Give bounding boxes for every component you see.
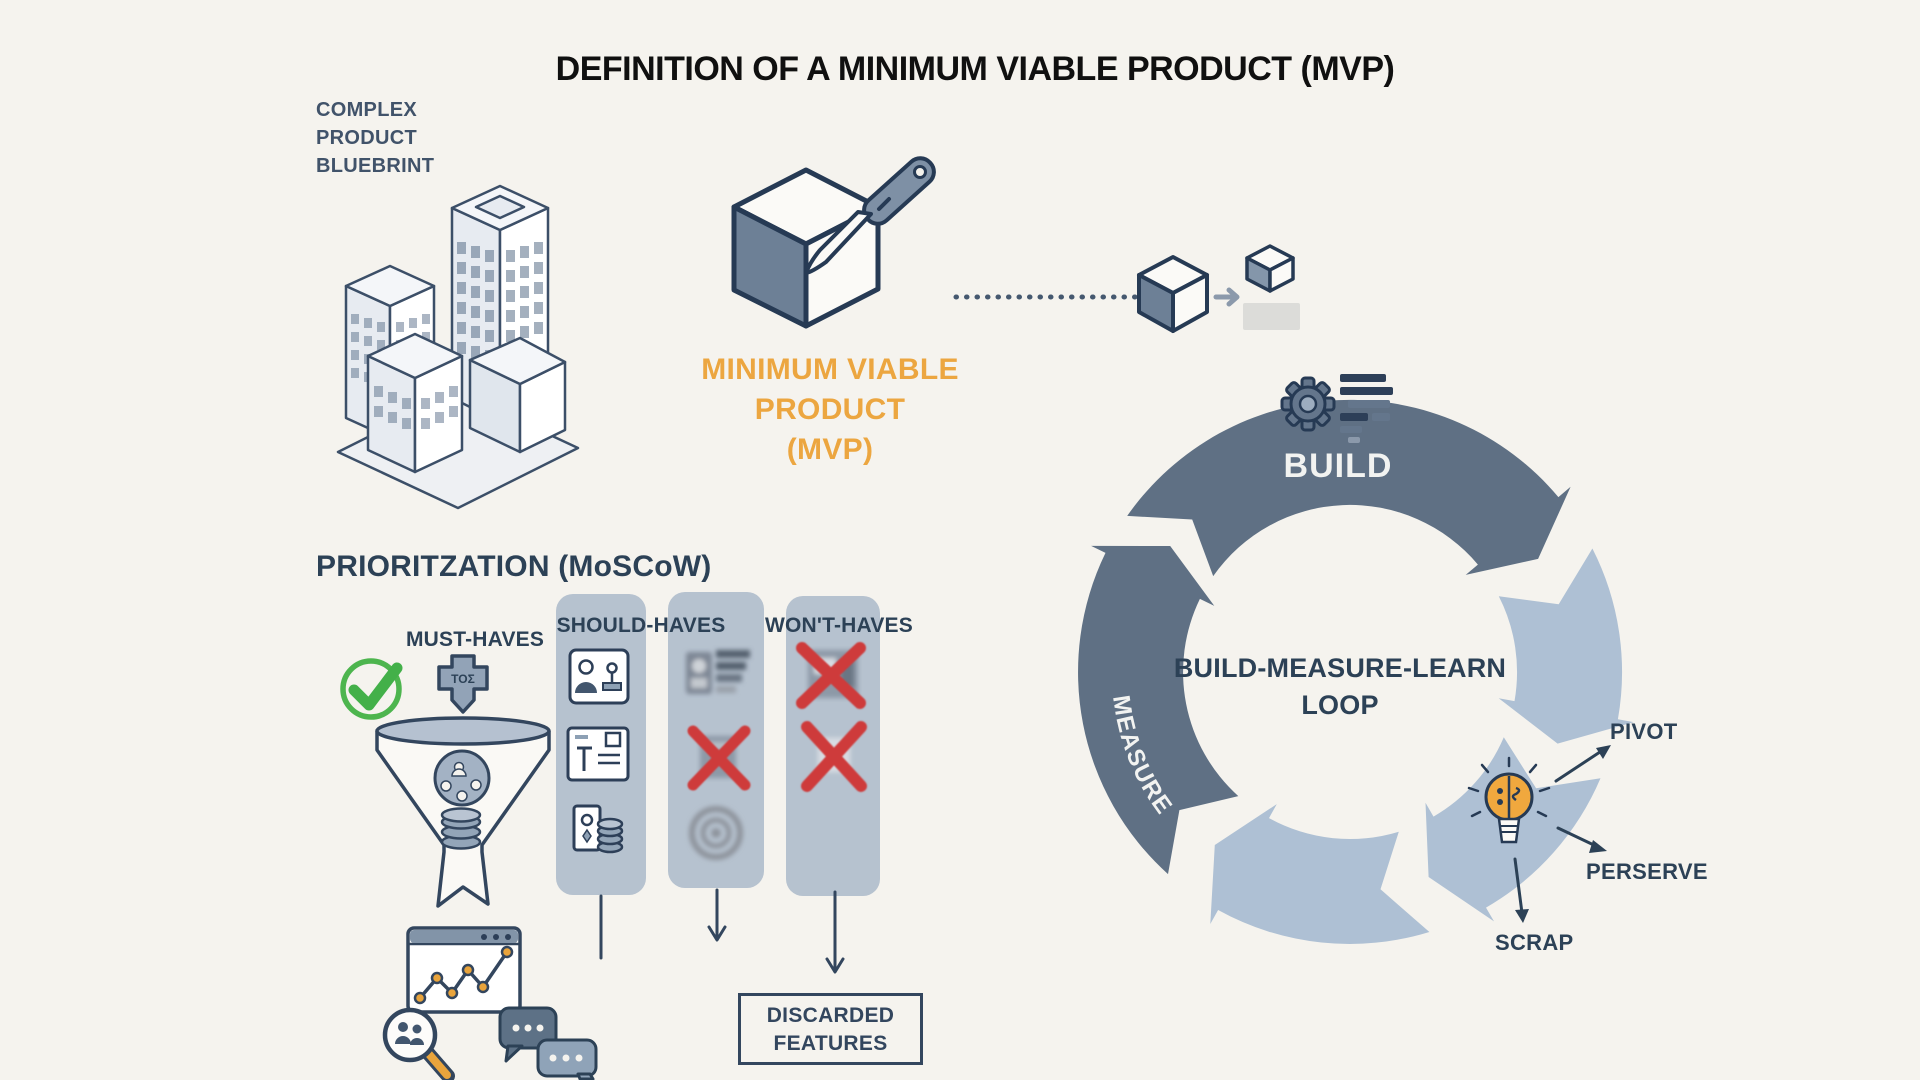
build-segment-label: BUILD: [1284, 447, 1393, 485]
pivot-arrow: [1554, 745, 1611, 783]
mvp-label-line3: (MVP): [786, 433, 874, 466]
wont-column-arrow: [825, 890, 845, 974]
check-icon: [340, 658, 403, 720]
postcard-icon: [566, 726, 630, 782]
wont-haves-label: WON'T-HAVES: [765, 614, 913, 637]
small-cube-icon: [1245, 244, 1295, 293]
loop-segment-right-upper: [1498, 548, 1634, 744]
blueprint-label-line2: PRODUCT: [316, 127, 417, 149]
knife-icon: [804, 156, 936, 275]
loop-center-line2: LOOP: [1301, 690, 1379, 720]
loop-center-label: BUILD-MEASURE-LEARN LOOP: [1125, 650, 1555, 724]
page-title: DEFINITION OF A MINIMUM VIABLE PRODUCT (…: [555, 50, 1395, 88]
users-icon: [395, 1022, 424, 1045]
gear-icon: [1280, 376, 1336, 432]
blueprint-building-icon: [336, 184, 580, 510]
perserve-arrow: [1556, 826, 1607, 853]
red-x-icon: [687, 725, 751, 791]
perserve-label: PERSERVE: [1586, 859, 1708, 884]
red-x-icon: [801, 721, 867, 792]
blurred-idcard-icon: [686, 650, 750, 694]
red-x-icon: [796, 642, 866, 709]
medium-cube-icon: [1137, 255, 1209, 333]
placeholder-rect: [1243, 303, 1300, 330]
blueprint-label-line1: COMPLEX: [316, 99, 417, 121]
blurred-target-icon: [689, 806, 743, 860]
funnel-icon: [375, 716, 551, 908]
chat-bubbles-icon: [498, 1006, 598, 1080]
code-lines-icon: [1340, 374, 1393, 443]
discarded-features-box: DISCARDED FEATURES: [738, 993, 923, 1065]
mvp-label: MINIMUM VIABLE PRODUCT (MVP): [655, 350, 1005, 470]
analytics-window-icon: [406, 926, 522, 1014]
mvp-label-line1: MINIMUM VIABLE: [701, 353, 959, 386]
magnifier-icon: [382, 1007, 455, 1080]
lightbulb-icon: [1467, 756, 1551, 844]
arrow-right-icon: [1213, 287, 1240, 307]
loop-ring: BUILD MEASURE: [1078, 399, 1634, 944]
scrap-label: SCRAP: [1495, 930, 1574, 955]
mvp-label-line2: PRODUCT: [754, 393, 906, 426]
feature-piece-icon: ΤΟΣ: [437, 654, 489, 714]
coins-icon: [440, 807, 482, 850]
feature-piece-label: ΤΟΣ: [451, 672, 475, 686]
card-coins-icon: [572, 804, 624, 854]
discarded-line1: DISCARDED: [766, 1004, 895, 1027]
must-haves-label: MUST-HAVES: [405, 628, 545, 651]
measure-segment: [1078, 545, 1239, 875]
should-haves-label: SHOULD-HAVES: [556, 614, 726, 637]
meeting-icon: [568, 648, 630, 705]
front-tower: [366, 332, 464, 474]
loop-center-line1: BUILD-MEASURE-LEARN: [1173, 653, 1507, 683]
blueprint-label: COMPLEX PRODUCT BLUEBRINT: [316, 96, 434, 180]
build-segment: [1127, 399, 1571, 577]
features-cluster-icon: [433, 749, 491, 807]
blueprint-label-line3: BLUEBRINT: [316, 155, 435, 177]
loop-segment-bottom: [1210, 804, 1430, 944]
mvp-cube-icon: [731, 167, 881, 329]
scrap-arrow: [1513, 857, 1529, 923]
discarded-line2: FEATURES: [773, 1032, 888, 1055]
pivot-label: PIVOT: [1610, 719, 1678, 744]
could-column-arrow: [707, 888, 727, 942]
prioritization-heading: PRIORITZATION (MoSCoW): [316, 550, 712, 583]
right-block: [468, 336, 567, 454]
